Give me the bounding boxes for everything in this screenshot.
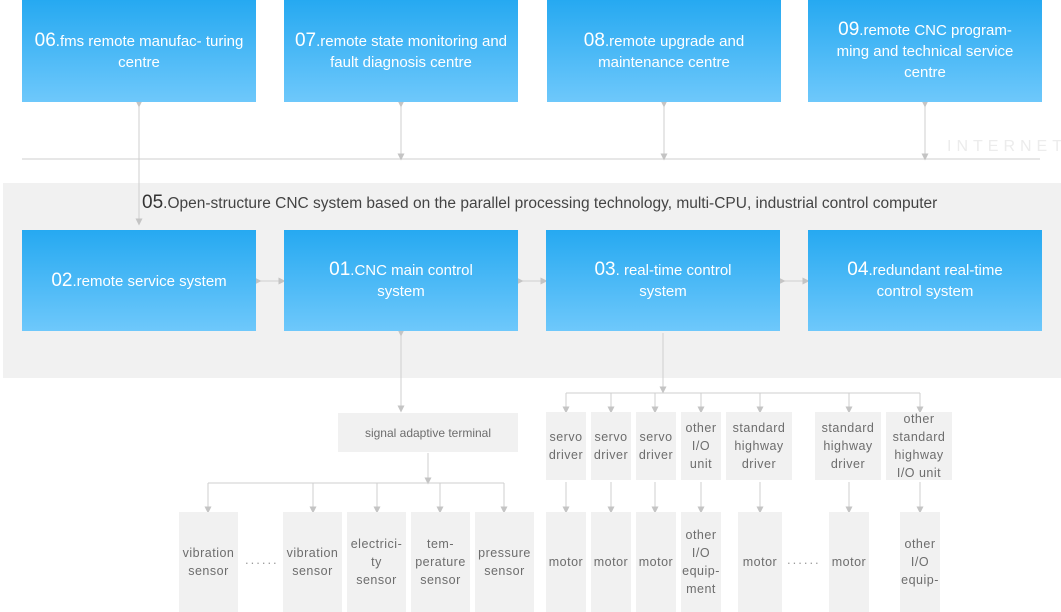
centre-07: 07.remote state monitoring and fault dia… <box>284 0 518 102</box>
internet-label: INTERNET <box>947 138 1061 155</box>
module-03: 03. real-time control system <box>546 230 780 331</box>
centre-label: .remote state monitoring and fault diagn… <box>316 32 508 71</box>
centre-09: 09.remote CNC program- ming and technica… <box>808 0 1042 102</box>
module-label: .remote service system <box>72 272 227 290</box>
sensor-vibration-1: vibration sensor <box>179 512 238 612</box>
module-label: .CNC main control system <box>350 262 473 300</box>
sensor-pressure: pressure sensor <box>475 512 534 612</box>
module-label: .redundant real-time control system <box>868 262 1003 300</box>
module-number: 02 <box>51 269 73 291</box>
module-04: 04.redundant real-time control system <box>808 230 1042 331</box>
module-01: 01.CNC main control system <box>284 230 518 331</box>
centre-number: 08 <box>583 29 605 51</box>
sensor-temperature: tem- perature sensor <box>411 512 470 612</box>
other-standard-highway-io-unit: other standard highway I/O unit <box>886 412 952 480</box>
module-label: . real-time control system <box>615 262 732 300</box>
centre-number: 09 <box>838 19 860 40</box>
servo-driver-2: servo driver <box>591 412 631 480</box>
sensor-electricity: electrici- ty sensor <box>347 512 406 612</box>
signal-adaptive-terminal: signal adaptive terminal <box>338 413 518 452</box>
centre-label: .remote CNC program- ming and technical … <box>836 22 1014 81</box>
other-io-unit: other I/O unit <box>681 412 721 480</box>
centre-08: 08.remote upgrade and maintenance centre <box>547 0 781 102</box>
sensor-vibration-2: vibration sensor <box>283 512 342 612</box>
module-02: 02.remote service system <box>22 230 256 331</box>
centre-number: 06 <box>34 29 56 51</box>
servo-driver-3: servo driver <box>636 412 676 480</box>
motor-5: motor <box>829 512 869 612</box>
standard-highway-driver-1: standard highway driver <box>726 412 792 480</box>
centre-06: 06.fms remote manufac- turing centre <box>22 0 256 102</box>
centre-label: .remote upgrade and maintenance centre <box>598 32 745 71</box>
other-io-equipment-1: other I/O equip- ment <box>681 512 721 612</box>
module-number: 04 <box>847 259 869 280</box>
ellipsis-motors: ...... <box>787 552 821 567</box>
ellipsis-sensors: ...... <box>245 552 279 567</box>
motor-1: motor <box>546 512 586 612</box>
servo-driver-1: servo driver <box>546 412 586 480</box>
system-number: 05 <box>142 192 164 213</box>
other-io-equipment-2: other I/O equip- <box>900 512 940 612</box>
motor-3: motor <box>636 512 676 612</box>
system-label: .Open-structure CNC system based on the … <box>163 195 938 212</box>
centre-label: .fms remote manufac- turing centre <box>55 32 244 71</box>
module-number: 01 <box>329 259 351 280</box>
module-number: 03 <box>594 259 616 280</box>
motor-4: motor <box>738 512 782 612</box>
system-title: 05.Open-structure CNC system based on th… <box>142 192 937 214</box>
standard-highway-driver-2: standard highway driver <box>815 412 881 480</box>
centre-number: 07 <box>294 29 317 51</box>
motor-2: motor <box>591 512 631 612</box>
